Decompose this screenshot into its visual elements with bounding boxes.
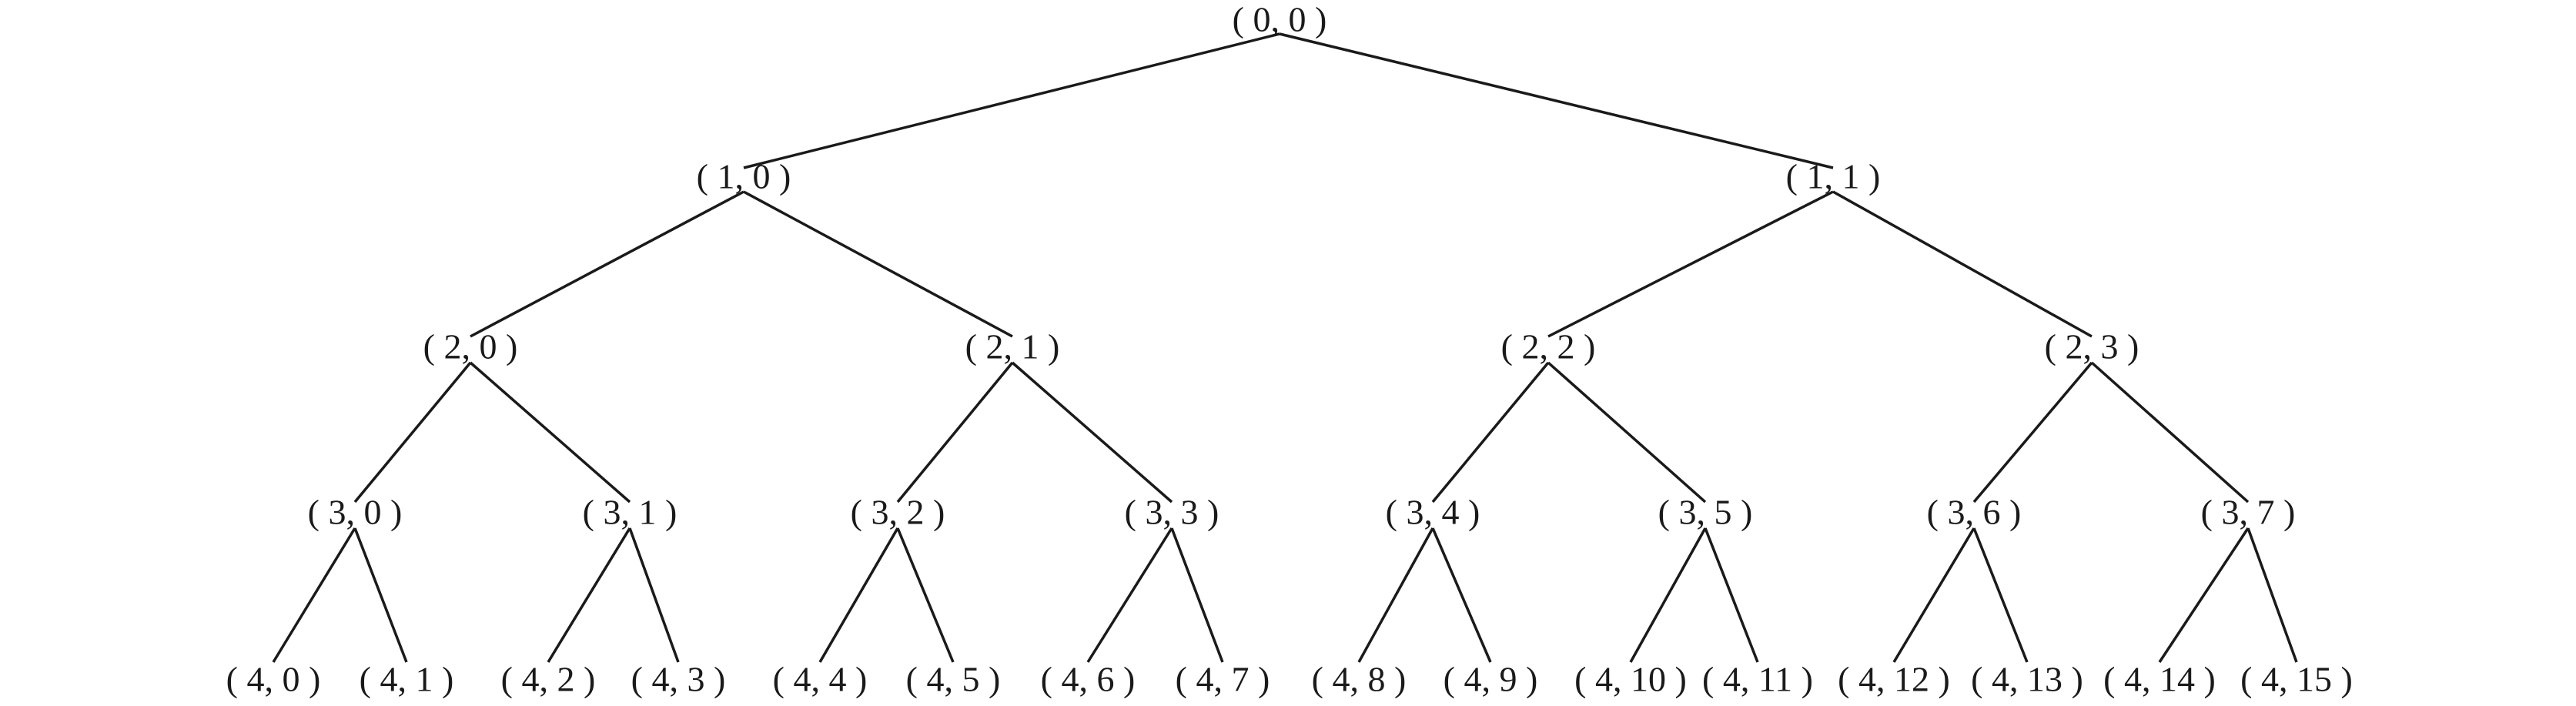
tree-node-label: ( 0, 0 ) [1233,0,1327,39]
tree-node-label: ( 3, 5 ) [1658,493,1753,532]
tree-node-label: ( 3, 3 ) [1125,493,1219,532]
tree-node-label: ( 4, 10 ) [1574,660,1687,699]
tree-node-label: ( 4, 4 ) [773,660,868,699]
tree-node-label: ( 3, 1 ) [583,493,677,532]
tree-edge [2246,527,2298,663]
tree-node-label: ( 3, 2 ) [851,493,945,532]
tree-node-label: ( 4, 8 ) [1312,660,1407,699]
tree-edge [628,527,680,663]
tree-node-label: ( 4, 0 ) [226,660,321,699]
tree-edge [1972,527,2029,663]
tree-node-label: ( 4, 3 ) [631,660,726,699]
tree-node-label: ( 4, 6 ) [1041,660,1136,699]
tree-node-label: ( 3, 7 ) [2201,493,2296,532]
tree-node-label: ( 2, 3 ) [2045,327,2139,366]
tree-edge [1011,361,1173,504]
tree-edge [1086,527,1173,663]
tree-edge [896,527,955,663]
tree-edge [896,361,1014,504]
tree-node-label: ( 1, 1 ) [1786,157,1881,196]
tree-edge [1629,527,1707,663]
tree-edge [1357,527,1434,663]
tree-edge [1431,527,1492,663]
tree-edge [1972,361,2093,504]
tree-edge [2158,527,2250,663]
tree-edge [1170,527,1224,663]
tree-node-label: ( 4, 1 ) [360,660,454,699]
tree-edge [353,527,408,663]
tree-edge [1431,361,1550,504]
tree-node-label: ( 4, 12 ) [1838,660,1950,699]
tree-node-label: ( 1, 0 ) [697,157,791,196]
tree-node-labels: ( 0, 0 ) ( 1, 0 ) ( 1, 1 ) ( 2, 0 ) ( 2, 1 )… [226,0,2353,699]
tree-edges [272,32,2298,663]
tree-node-label: ( 4, 7 ) [1176,660,1270,699]
tree-node-label: ( 4, 14 ) [2103,660,2216,699]
tree-edge [1704,527,1759,663]
tree-edge [470,190,744,338]
tree-edge [272,527,356,663]
tree-node-label: ( 4, 11 ) [1702,660,1813,699]
tree-node-label: ( 2, 0 ) [423,327,518,366]
tree-node-label: ( 4, 15 ) [2240,660,2353,699]
tree-edge [1892,527,1975,663]
tree-node-label: ( 3, 4 ) [1386,493,1480,532]
tree-edge [818,527,899,663]
tree-edge [743,32,1280,169]
tree-edge [353,361,472,504]
tree-node-label: ( 3, 0 ) [308,493,403,532]
tree-node-label: ( 4, 2 ) [501,660,596,699]
tree-edge [547,527,631,663]
tree-edge [1547,190,1834,338]
tree-edge [469,361,631,504]
tree-edge [1279,32,1834,169]
tree-node-label: ( 3, 6 ) [1927,493,2022,532]
tree-node-label: ( 2, 2 ) [1501,327,1596,366]
tree-node-label: ( 4, 5 ) [906,660,1001,699]
tree-edge [1547,361,1707,504]
tree-edge [1832,190,2093,338]
tree-edge [743,190,1013,338]
tree-node-label: ( 4, 9 ) [1444,660,1538,699]
tree-node-label: ( 2, 1 ) [965,327,1060,366]
tree-edge [2090,361,2250,504]
tree-node-label: ( 4, 13 ) [1971,660,2083,699]
